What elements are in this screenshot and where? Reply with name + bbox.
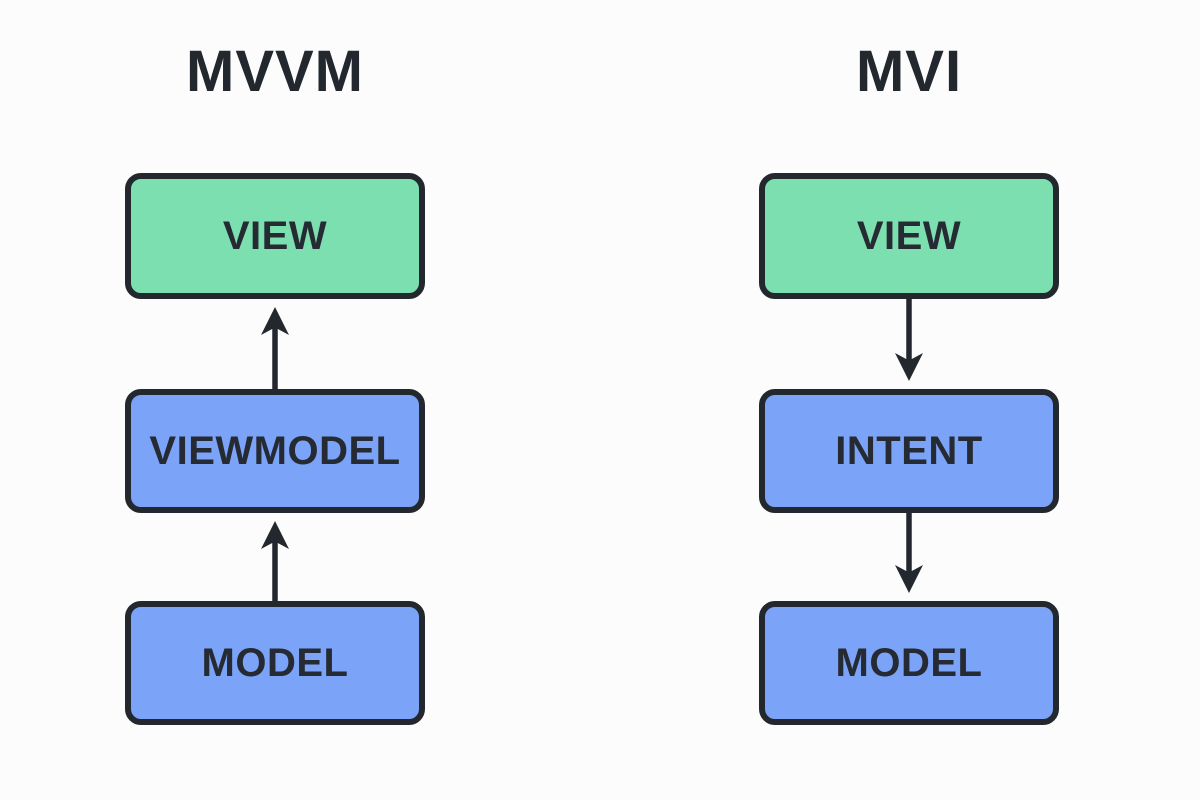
mvvm-viewmodel-label: VIEWMODEL (149, 428, 401, 473)
arrow-down-icon (887, 513, 931, 601)
mvvm-model-label: MODEL (201, 640, 349, 685)
mvvm-view-label: VIEW (222, 213, 328, 258)
mvi-title: MVI (855, 39, 963, 104)
mvvm-title: MVVM (186, 39, 364, 104)
mvi-model-label: MODEL (835, 640, 983, 685)
mvvm-viewmodel-box: VIEWMODEL (125, 389, 425, 513)
arrow-up-icon (253, 299, 297, 389)
mvi-view-box: VIEW (759, 173, 1059, 299)
mvi-intent-label: INTENT (835, 428, 983, 473)
arrow-up-icon (253, 513, 297, 601)
mvvm-model-box: MODEL (125, 601, 425, 725)
mvvm-column: MVVM VIEW VIEWMODEL MODEL (125, 0, 425, 725)
mvi-view-label: VIEW (856, 213, 962, 258)
mvi-column: MVI VIEW INTENT MODEL (759, 0, 1059, 725)
mvvm-view-box: VIEW (125, 173, 425, 299)
mvi-intent-box: INTENT (759, 389, 1059, 513)
arrow-down-icon (887, 299, 931, 389)
mvi-model-box: MODEL (759, 601, 1059, 725)
